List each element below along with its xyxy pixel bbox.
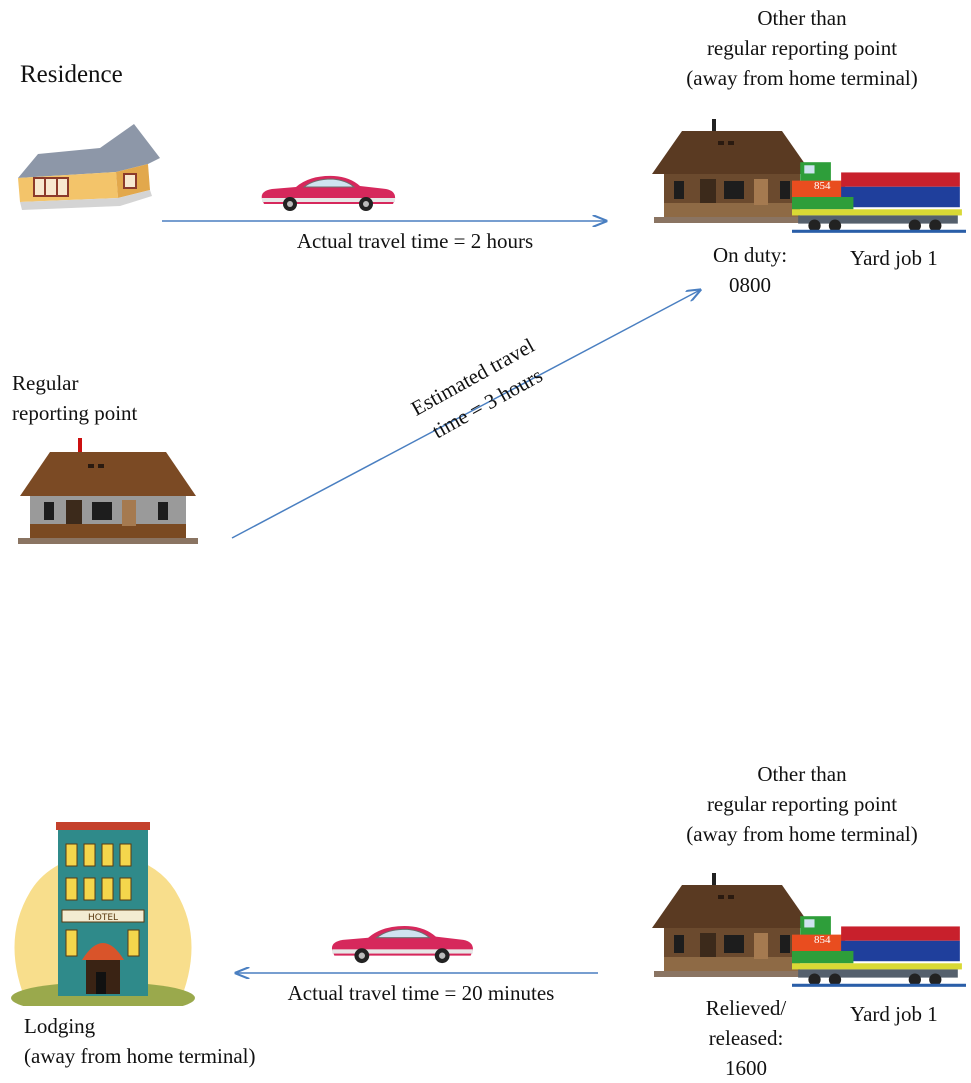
hotel-icon: HOTEL: [11, 822, 195, 1006]
destination-label-line: regular reporting point: [706, 792, 898, 816]
regular-reporting-point-label: Regular reporting point: [12, 368, 137, 428]
relieved-time: 1600: [725, 1056, 767, 1080]
regular-point-to-destination-arrow: [231, 290, 700, 539]
actual-travel-time-label: Actual travel time = 2 hours: [296, 229, 534, 253]
locomotive-icon-bottom: [792, 910, 966, 992]
house-icon: [18, 124, 160, 210]
hotel-sign: HOTEL: [88, 913, 118, 923]
relieved-line: released:: [708, 1026, 784, 1050]
regular-station-icon: [18, 432, 198, 556]
destination-label-line: Other than: [757, 762, 847, 786]
lodging-label: Lodging (away from home terminal): [24, 1011, 256, 1071]
on-duty-line: On duty:: [712, 243, 788, 267]
on-duty-time: 0800: [729, 273, 771, 297]
yard-job-label-bottom: Yard job 1: [850, 1002, 938, 1026]
destination-label-line: Other than: [757, 6, 847, 30]
relieved-label: Relieved/ released: 1600: [652, 993, 840, 1083]
destination-label: Other than regular reporting point (away…: [640, 3, 964, 93]
locomotive-number-bottom: 854: [814, 934, 831, 946]
locomotive-number: 854: [814, 180, 831, 192]
regular-point-line: Regular: [12, 371, 79, 395]
yard-job-label: Yard job 1: [850, 246, 938, 270]
actual-travel-time-label-bottom: Actual travel time = 20 minutes: [287, 981, 555, 1005]
train-station-icon-bottom: [652, 866, 812, 990]
lodging-line: (away from home terminal): [24, 1044, 256, 1068]
destination-label-bottom: Other than regular reporting point (away…: [640, 759, 964, 849]
lodging-line: Lodging: [24, 1014, 96, 1038]
locomotive-icon: [792, 156, 966, 238]
regular-point-line: reporting point: [12, 401, 138, 425]
car-icon: [258, 170, 398, 214]
relieved-line: Relieved/: [705, 996, 787, 1020]
on-duty-label: On duty: 0800: [676, 240, 824, 300]
destination-label-line: regular reporting point: [706, 36, 898, 60]
residence-label: Residence: [20, 61, 123, 88]
train-station-icon: [652, 112, 812, 236]
destination-label-line: (away from home terminal): [686, 822, 918, 846]
car-icon-bottom: [328, 920, 476, 966]
destination-label-line: (away from home terminal): [686, 66, 918, 90]
